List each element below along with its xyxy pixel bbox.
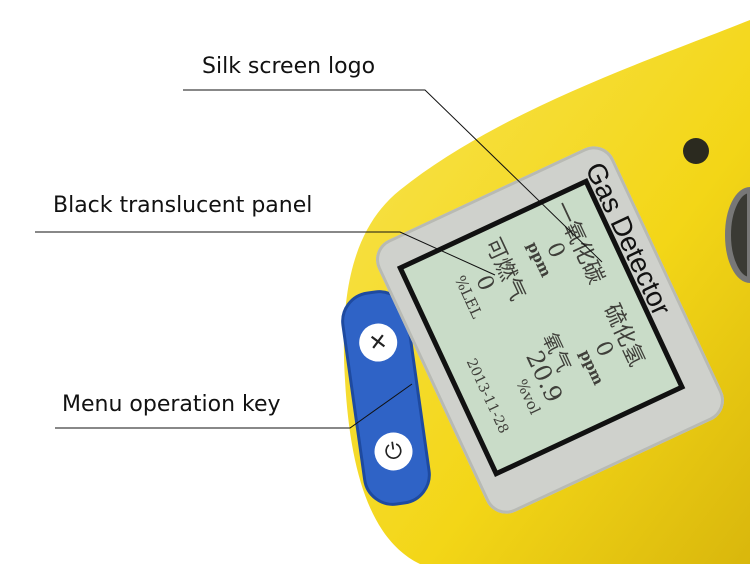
silk-screen-callout: Silk screen logo [202,54,376,79]
menu-key-leader [55,383,413,429]
silk-screen-leader [183,89,603,263]
panel-callout: Black translucent panel [53,193,313,218]
sensor-hole [683,138,709,164]
panel-leader [35,231,496,276]
sensor-port [725,186,750,284]
menu-key-callout: Menu operation key [62,392,281,417]
